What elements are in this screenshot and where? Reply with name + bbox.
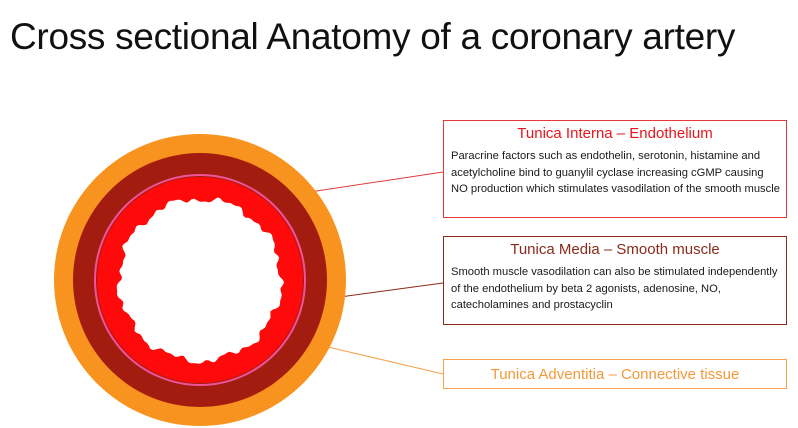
slide-title: Cross sectional Anatomy of a coronary ar… <box>10 16 736 57</box>
box-tunica-adventitia: Tunica Adventitia – Connective tissue <box>443 359 787 389</box>
interna-outer-border <box>94 174 306 386</box>
lumen <box>116 197 284 364</box>
text-tunica-interna: Paracrine factors such as endothelin, se… <box>451 150 780 195</box>
text-tunica-media: Smooth muscle vasodilation can also be s… <box>451 266 778 311</box>
connector-adventitia <box>327 346 444 375</box>
heading-tunica-media: Tunica Media – Smooth muscle <box>510 241 720 258</box>
box-tunica-interna: Tunica Interna – Endothelium Paracrine f… <box>443 120 787 218</box>
heading-tunica-interna: Tunica Interna – Endothelium <box>517 125 713 142</box>
heading-tunica-adventitia: Tunica Adventitia – Connective tissue <box>490 366 740 383</box>
box-tunica-media: Tunica Media – Smooth muscle Smooth musc… <box>443 236 787 325</box>
